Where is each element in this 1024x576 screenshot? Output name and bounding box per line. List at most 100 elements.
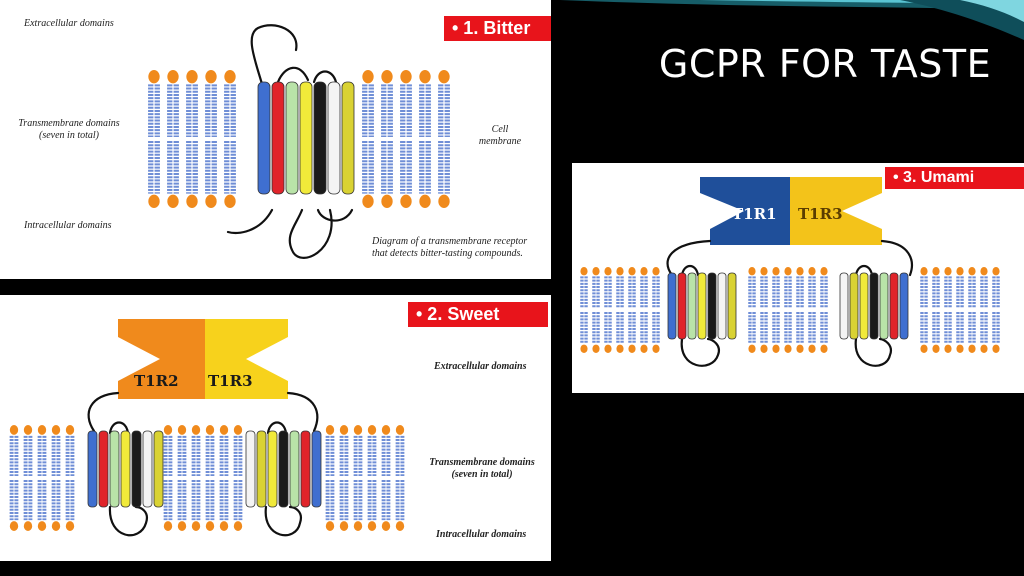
bitter-receptor-diagram xyxy=(148,24,450,259)
phospholipid xyxy=(23,425,33,531)
lipid-head xyxy=(186,194,198,208)
lipid-head xyxy=(820,344,828,353)
phospholipid xyxy=(920,267,928,353)
lipid-head xyxy=(400,194,412,208)
lipid-head xyxy=(205,521,215,531)
phospholipid xyxy=(205,70,217,208)
lipid-head xyxy=(438,194,450,208)
t1r3-label: T1R3 xyxy=(208,372,253,390)
umami-receptor-panel: • 3. Umami T1R1 T1R3 xyxy=(572,163,1024,393)
t1r1-subunit xyxy=(700,177,790,245)
phospholipid xyxy=(944,267,952,353)
intracellular-label: Intracellular domains xyxy=(24,220,112,231)
lipid-head xyxy=(219,521,229,531)
phospholipid xyxy=(604,267,612,353)
lipid-head xyxy=(992,344,1000,353)
lipid-head xyxy=(640,267,648,276)
lipid-head xyxy=(944,267,952,276)
lipid-head xyxy=(580,344,588,353)
lipid-head xyxy=(219,425,229,435)
lipid-head xyxy=(163,521,173,531)
lipid-head xyxy=(205,70,217,84)
t1r3-subunit xyxy=(205,319,288,399)
n-terminal-loop xyxy=(250,24,298,86)
lipid-head xyxy=(748,267,756,276)
transmembrane-helix xyxy=(300,430,311,508)
transmembrane-helix xyxy=(120,430,131,508)
lipid-head xyxy=(628,344,636,353)
phospholipid xyxy=(37,425,47,531)
transmembrane-helix xyxy=(899,272,909,340)
lipid-head xyxy=(796,267,804,276)
lipid-head xyxy=(381,194,393,208)
sweet-receptor-diagram xyxy=(9,319,405,537)
lipid-head xyxy=(381,425,391,435)
lipid-head xyxy=(224,194,236,208)
protein-loop xyxy=(108,421,130,435)
lipid-head xyxy=(616,344,624,353)
phospholipid xyxy=(992,267,1000,353)
lipid-head xyxy=(808,267,816,276)
cell-membrane-label-line2: membrane xyxy=(478,136,522,147)
lipid-head xyxy=(956,344,964,353)
lipid-head xyxy=(177,425,187,435)
transmembrane-helix xyxy=(109,430,120,508)
lipid-head xyxy=(652,344,660,353)
phospholipid xyxy=(177,425,187,531)
lipid-head xyxy=(37,521,47,531)
extracellular-label: Extracellular domains xyxy=(434,361,527,372)
lipid-head xyxy=(580,267,588,276)
phospholipid xyxy=(628,267,636,353)
phospholipid xyxy=(748,267,756,353)
transmembrane-helix xyxy=(839,272,849,340)
lipid-head xyxy=(191,521,201,531)
transmembrane-label: Transmembrane domains (seven in total) xyxy=(420,457,544,481)
phospholipid xyxy=(148,70,160,208)
lipid-head xyxy=(325,425,335,435)
lipid-head xyxy=(353,425,363,435)
transmembrane-label-line2: (seven in total) xyxy=(39,130,99,141)
transmembrane-helix xyxy=(869,272,879,340)
lipid-head xyxy=(980,344,988,353)
lipid-head xyxy=(163,425,173,435)
transmembrane-helix xyxy=(87,430,98,508)
lipid-head xyxy=(325,521,335,531)
sweet-receptor-panel: • 2. Sweet T1R2 T1R3 Extracellular domai… xyxy=(0,295,551,561)
phospholipid xyxy=(784,267,792,353)
intracellular-label: Intracellular domains xyxy=(436,529,527,540)
lipid-head xyxy=(760,344,768,353)
transmembrane-helix xyxy=(677,272,687,340)
protein-loop xyxy=(264,505,302,537)
phospholipid xyxy=(219,425,229,531)
lipid-head xyxy=(968,267,976,276)
phospholipid xyxy=(51,425,61,531)
lipid-head xyxy=(9,521,19,531)
lipid-head xyxy=(628,267,636,276)
protein-loop xyxy=(226,208,274,235)
diagram-caption: Diagram of a transmembrane receptor that… xyxy=(372,236,527,260)
bitter-tag: • 1. Bitter xyxy=(444,16,551,41)
transmembrane-helix xyxy=(245,430,256,508)
phospholipid xyxy=(592,267,600,353)
lipid-head xyxy=(9,425,19,435)
transmembrane-helix xyxy=(299,81,313,195)
lipid-head xyxy=(748,344,756,353)
phospholipid xyxy=(205,425,215,531)
lipid-head xyxy=(604,267,612,276)
diagram-caption-line2: that detects bitter-tasting compounds. xyxy=(372,248,523,259)
lipid-head xyxy=(23,425,33,435)
lipid-head xyxy=(167,194,179,208)
lipid-head xyxy=(395,425,405,435)
lipid-head xyxy=(177,521,187,531)
lipid-head xyxy=(339,425,349,435)
cell-membrane-label-line1: Cell xyxy=(491,124,509,135)
transmembrane-helix xyxy=(267,430,278,508)
lipid-head xyxy=(920,344,928,353)
transmembrane-label-line1: Transmembrane domains xyxy=(429,457,535,468)
phospholipid xyxy=(186,70,198,208)
phospholipid xyxy=(381,70,393,208)
phospholipid xyxy=(796,267,804,353)
lipid-head xyxy=(772,267,780,276)
transmembrane-helix xyxy=(257,81,271,195)
transmembrane-helix xyxy=(98,430,109,508)
